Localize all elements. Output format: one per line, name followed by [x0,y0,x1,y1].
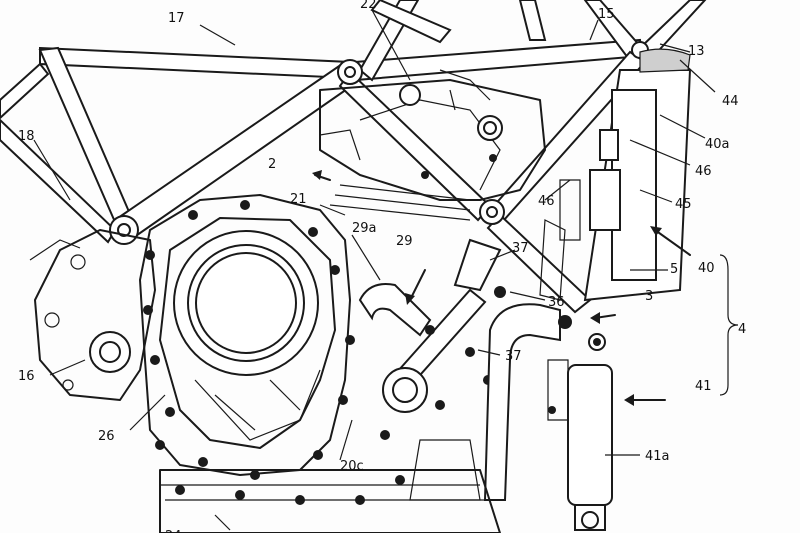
label-29: 29 [396,234,413,249]
reference-labels: 17 22 15 13 44 40a 18 2 21 46 46 45 29a … [18,0,746,533]
label-3: 3 [645,289,653,304]
leader-lines [33,9,716,531]
label-37-lower: 37 [505,349,522,364]
label-26: 26 [98,429,115,444]
crankcase-cover [139,194,355,480]
label-40: 40 [698,261,715,276]
engine-base [159,439,501,533]
label-15: 15 [598,7,615,22]
label-41: 41 [695,379,712,394]
cover-bolts [143,200,355,480]
label-22: 22 [360,0,377,12]
cylinder-head [319,69,546,221]
lower-shock [547,333,613,531]
water-hose [358,238,506,440]
frame-tubes [0,0,707,314]
label-37-upper: 37 [512,241,529,256]
label-2: 2 [268,157,276,172]
label-41a: 41a [645,449,670,464]
label-40a: 40a [705,137,730,152]
label-46-upper: 46 [695,164,712,179]
label-17: 17 [168,11,185,26]
label-29a: 29a [352,221,377,236]
upper-shock [539,48,692,302]
label-24: 24 [165,529,182,533]
label-45: 45 [675,197,692,212]
label-44: 44 [722,94,739,109]
label-21: 21 [290,192,307,207]
label-18: 18 [18,129,35,144]
label-46-lower: 46 [538,194,555,209]
label-5: 5 [670,262,678,277]
arrows [312,170,739,406]
label-13: 13 [688,44,705,59]
label-20c: 20c [340,459,364,474]
right-pipe [483,303,572,501]
label-4: 4 [738,322,746,337]
swingarm-plate [29,229,156,401]
label-16: 16 [18,369,35,384]
label-36: 36 [548,295,565,310]
